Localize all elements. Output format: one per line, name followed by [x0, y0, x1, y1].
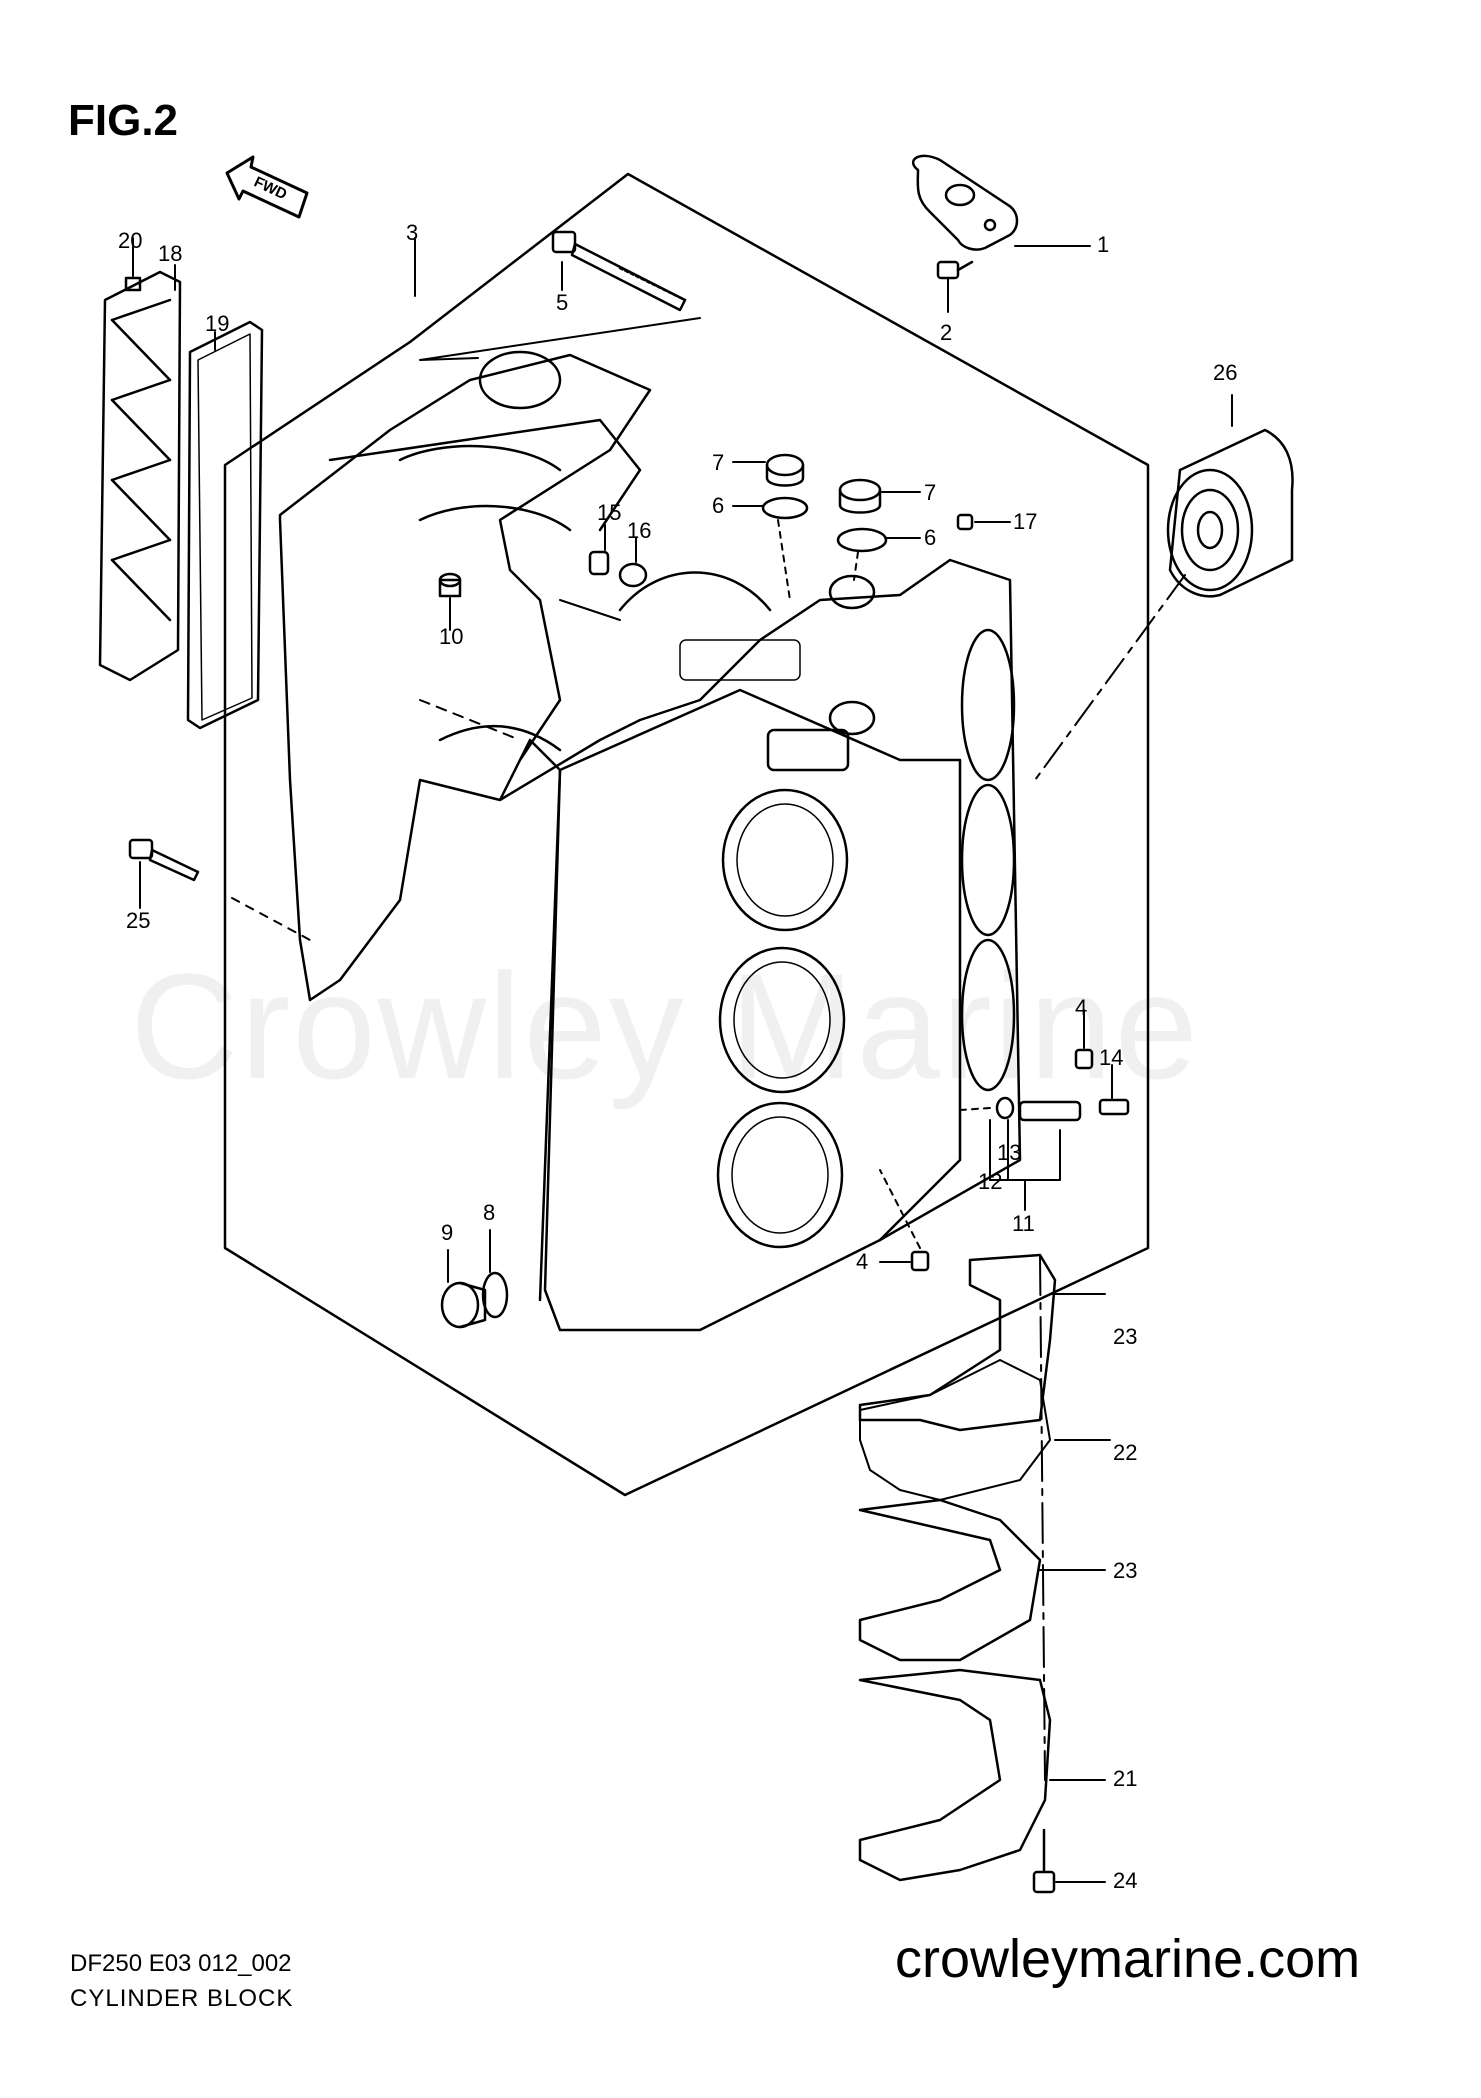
callout-23-lower: 23	[1113, 1558, 1138, 1583]
callout-7-right: 7	[924, 480, 937, 505]
o-ring-12	[995, 1096, 1015, 1120]
callout-9: 9	[441, 1220, 454, 1245]
plug-9	[440, 1281, 487, 1329]
diagram-name: CYLINDER BLOCK	[70, 1985, 294, 2012]
callout-19: 19	[205, 311, 230, 336]
plug-4-upper	[1074, 1048, 1094, 1070]
o-ring-8	[481, 1271, 509, 1319]
callout-15: 15	[597, 500, 622, 525]
callout-14: 14	[1099, 1045, 1124, 1070]
bolt-24	[1032, 1828, 1056, 1894]
callout-3: 3	[406, 220, 419, 245]
cylinder-block	[278, 350, 1022, 1332]
callout-5: 5	[556, 290, 569, 315]
callout-4-upper: 4	[1075, 995, 1088, 1020]
callout-16: 16	[627, 518, 652, 543]
callout-6-right: 6	[924, 525, 937, 550]
plug-7-right	[838, 478, 882, 514]
callout-7-left: 7	[712, 450, 725, 475]
plug-7-left	[765, 453, 805, 487]
forward-arrow-icon: FWD	[225, 155, 309, 219]
main-bearing-bolt	[551, 230, 687, 312]
fitting-15	[588, 550, 610, 576]
sensor-13	[1018, 1100, 1082, 1122]
callout-25: 25	[126, 908, 151, 933]
callout-24: 24	[1113, 1868, 1138, 1893]
callout-23-upper: 23	[1113, 1324, 1138, 1349]
clip-16	[618, 562, 648, 588]
bolt-25	[128, 838, 200, 882]
bracket-bolt	[936, 260, 974, 313]
callout-13: 13	[997, 1140, 1022, 1165]
callout-8: 8	[483, 1200, 496, 1225]
callout-6-left: 6	[712, 493, 725, 518]
o-ring-6-right	[836, 527, 888, 553]
o-ring-6-left	[761, 496, 809, 520]
callout-2: 2	[940, 320, 953, 345]
bolt-14	[1098, 1098, 1130, 1116]
assembly-boundary	[223, 172, 1150, 1497]
side-cover-18	[98, 270, 182, 682]
website-link[interactable]: crowleymarine.com	[895, 1929, 1361, 1989]
engine-hanger-bracket	[911, 154, 1019, 251]
plate-22	[859, 1359, 1051, 1501]
callout-18: 18	[158, 241, 183, 266]
callout-11: 11	[1012, 1211, 1035, 1236]
callout-20: 20	[118, 228, 143, 253]
callout-17: 17	[1013, 509, 1038, 534]
diagram-code: DF250 E03 012_002	[70, 1950, 292, 1977]
callout-26: 26	[1213, 360, 1238, 385]
callout-22: 22	[1113, 1440, 1138, 1465]
callout-10: 10	[439, 624, 464, 649]
callout-4-lower: 4	[856, 1249, 869, 1274]
cover-bolt-20	[124, 276, 142, 292]
watermark-text: Crowley Marine	[130, 942, 1200, 1110]
gasket-23-upper	[858, 1253, 1057, 1432]
side-cover-gasket-19	[186, 320, 264, 730]
callout-21: 21	[1113, 1766, 1138, 1791]
dowel-pin-10	[438, 572, 462, 598]
gasket-23-lower	[858, 1498, 1042, 1662]
figure-title: FIG.2	[68, 96, 179, 145]
callout-1: 1	[1097, 232, 1110, 257]
plug-4-lower	[910, 1250, 930, 1272]
oil-filter-26	[1166, 428, 1294, 598]
callout-12: 12	[978, 1169, 1003, 1194]
plug-17	[956, 513, 974, 531]
oil-pan-plate-21	[858, 1668, 1052, 1882]
